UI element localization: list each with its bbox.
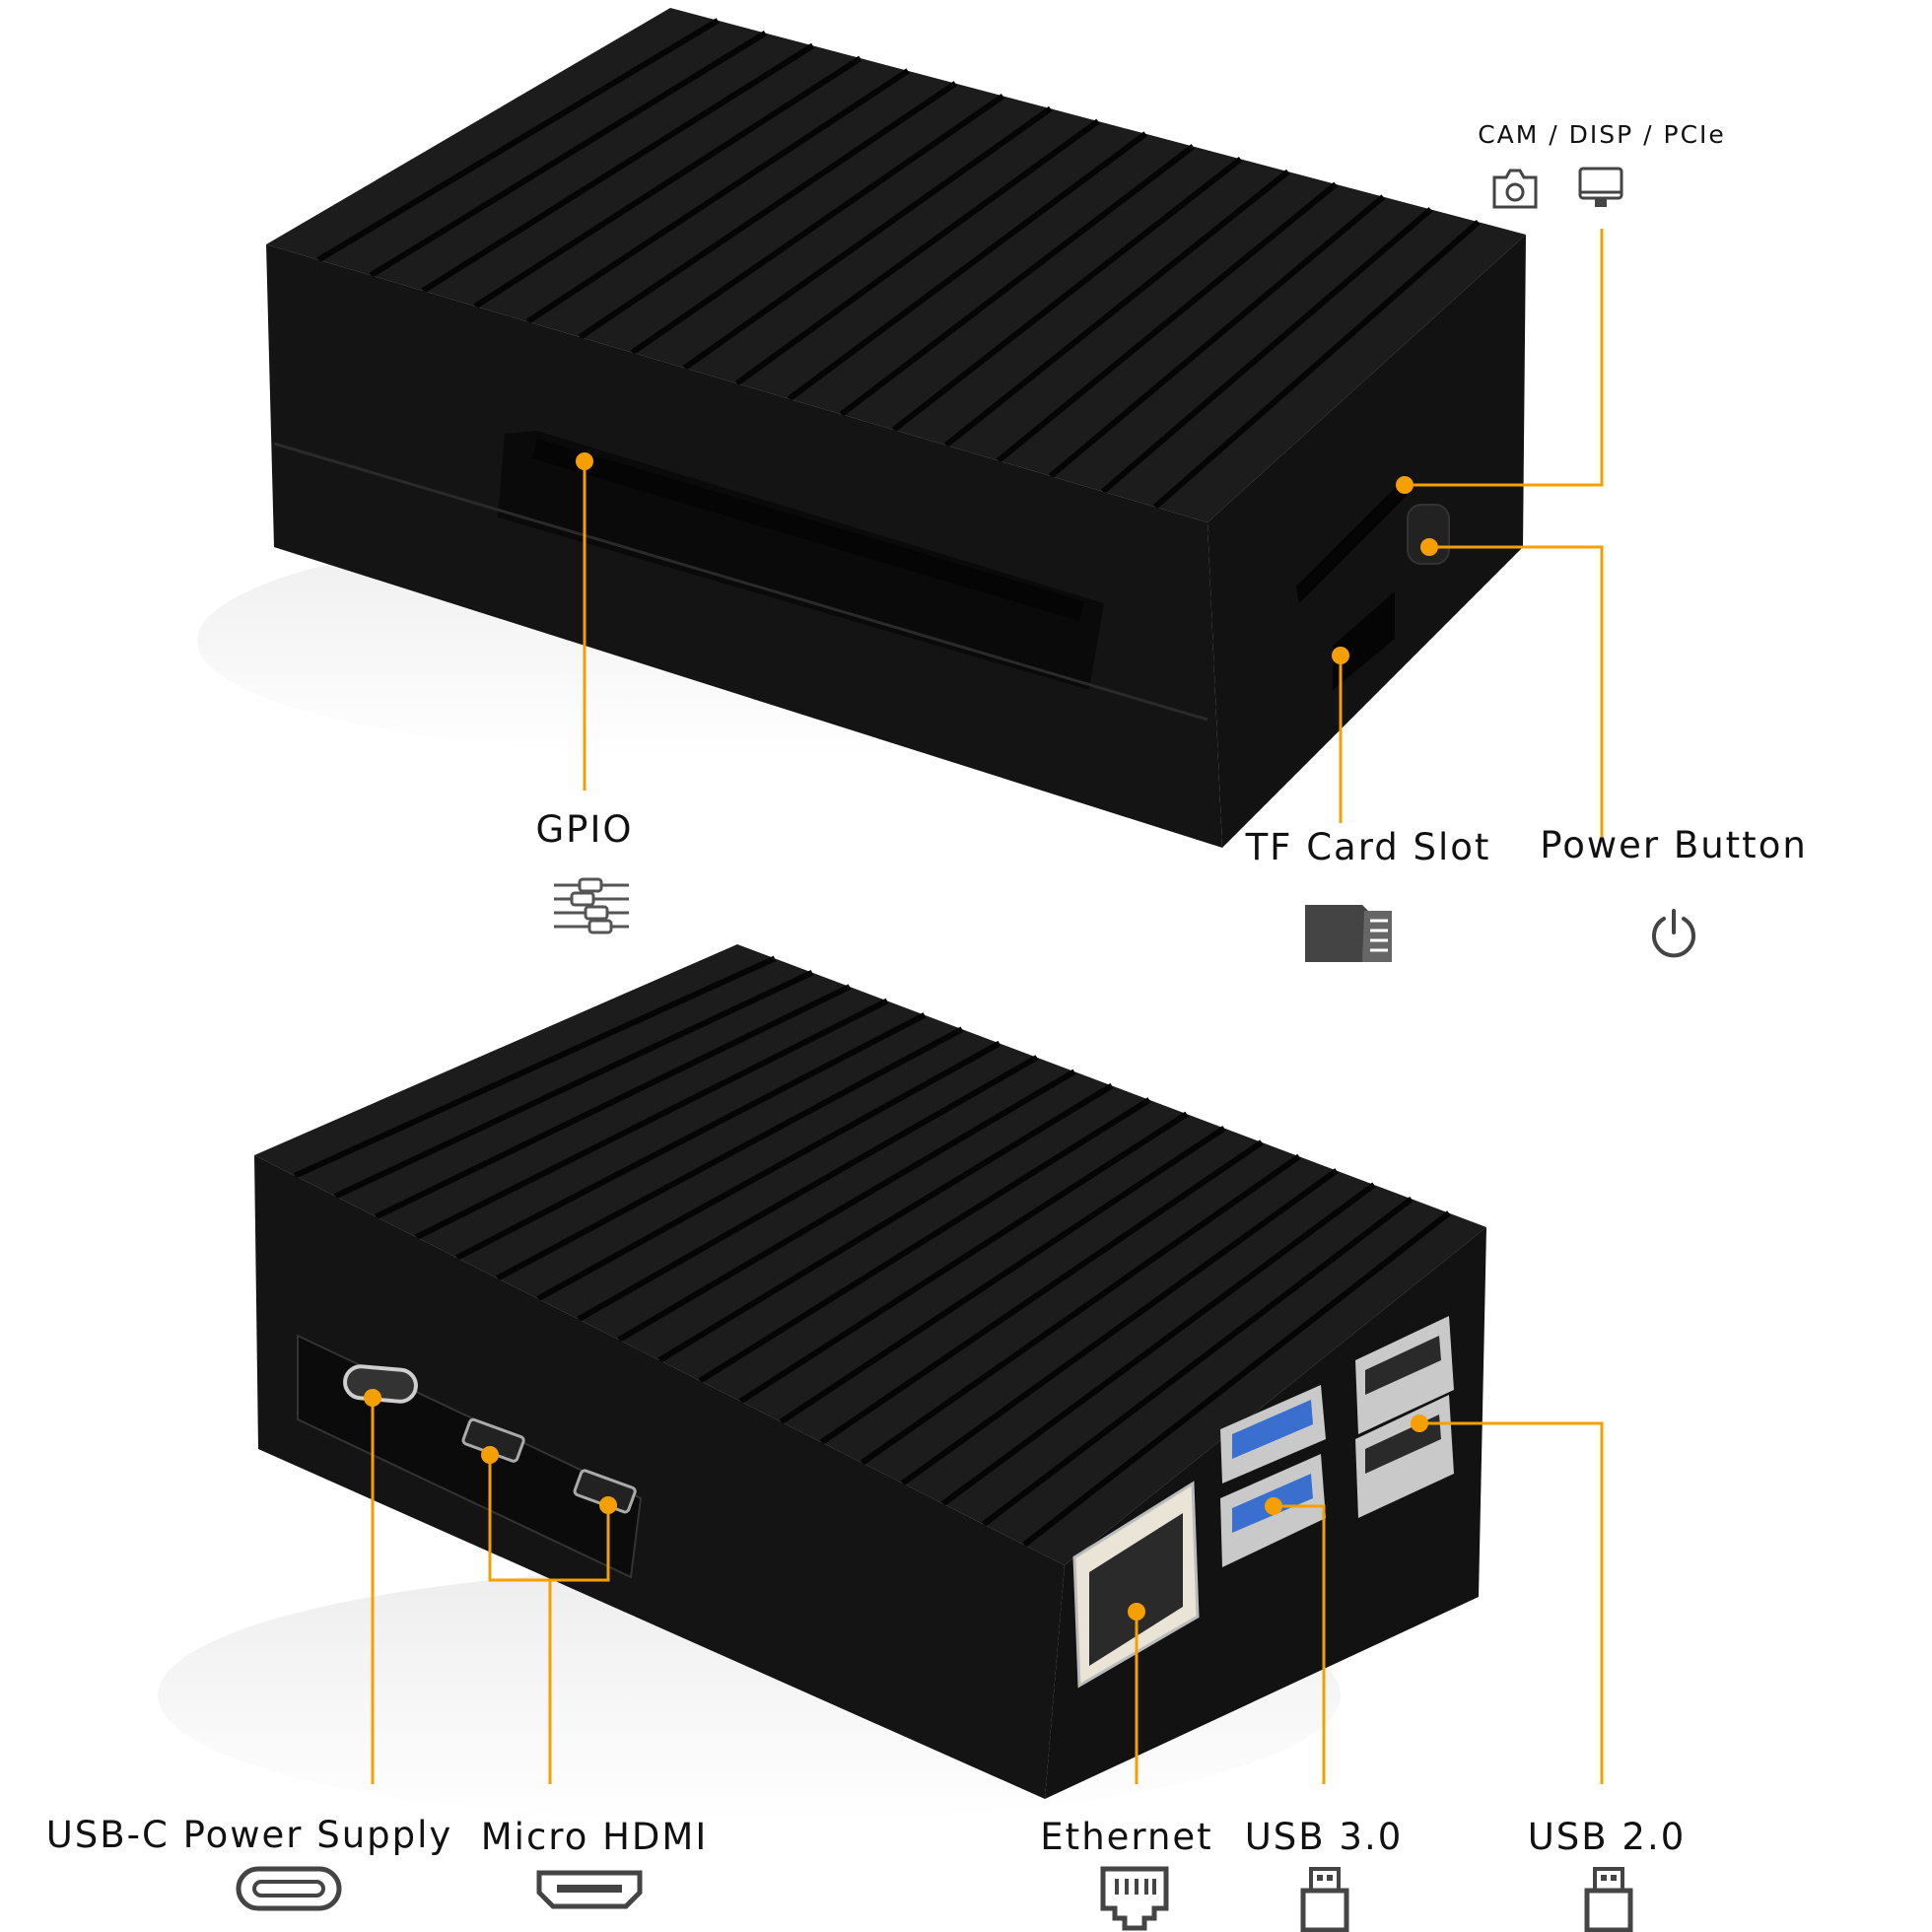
hdmi-icon	[536, 1870, 643, 1909]
power-button-label: Power Button	[1540, 824, 1808, 866]
top-case	[197, 8, 1526, 848]
heatsink-fin-groove	[536, 1040, 1001, 1302]
heatsink-fin-groove	[981, 1196, 1414, 1527]
heatsink-fin-groove	[578, 81, 958, 340]
usb-c-icon	[236, 1866, 342, 1911]
heatsink-fin-groove	[738, 1111, 1189, 1405]
heatsink-fin-groove	[333, 969, 814, 1200]
heatsink-fin-groove	[657, 1082, 1114, 1363]
heatsink-fin-groove	[369, 30, 768, 278]
ethernet-label: Ethernet	[1040, 1816, 1213, 1858]
heatsink-fin-groove	[1152, 219, 1481, 510]
heatsink-fin-groove	[891, 156, 1243, 433]
micro-hdmi-label: Micro HDMI	[480, 1816, 709, 1858]
heatsink-fin-groove	[630, 93, 1005, 356]
heatsink-fin-groove	[1022, 1210, 1451, 1548]
heatsink-fin-groove	[940, 1182, 1376, 1507]
usb3-label: USB 3.0	[1244, 1816, 1404, 1858]
heatsink-fin-groove	[374, 984, 852, 1220]
heatsink-fin-groove	[455, 1012, 927, 1261]
heatsink-fin-groove	[1100, 207, 1433, 494]
heatsink-fin-groove	[819, 1139, 1264, 1445]
heatsink-fin-groove	[734, 118, 1100, 386]
heatsink-fin-groove	[682, 105, 1053, 371]
heatsink-fin-groove	[900, 1168, 1339, 1486]
gpio-pins-icon	[554, 877, 629, 934]
heatsink-fin-groove	[316, 18, 720, 263]
heatsink-fin-groove	[787, 131, 1148, 402]
heatsink-fin-groove	[617, 1069, 1076, 1343]
heatsink-fin-groove	[1048, 194, 1386, 479]
bottom-case	[158, 944, 1486, 1824]
cam-disp-pcie-label: CAM / DISP / PCIe	[1478, 120, 1726, 149]
heatsink-fin-groove	[577, 1055, 1039, 1323]
usb2-icon	[1584, 1867, 1633, 1932]
tf-card-slot-label: TF Card Slot	[1245, 826, 1491, 868]
heatsink-fin-groove	[293, 955, 777, 1179]
heatsink-fin-groove	[996, 181, 1339, 463]
monitor-icon	[1578, 167, 1623, 207]
heatsink-fin-groove	[943, 169, 1290, 448]
power-icon	[1652, 909, 1695, 958]
heatsink-fin-groove	[839, 144, 1196, 417]
sd-card-icon	[1305, 905, 1392, 962]
callout-dots	[364, 452, 1438, 1621]
heatsink-fin-groove	[415, 998, 889, 1240]
heatsink-fin-groove	[779, 1126, 1226, 1424]
camera-icon	[1492, 169, 1538, 209]
heatsink-fin-groove	[698, 1097, 1151, 1384]
heatsink-fin-groove	[860, 1153, 1301, 1466]
callout-lines	[371, 229, 1604, 1784]
heatsink-fin-groove	[525, 68, 910, 324]
heatsink-fin-groove	[473, 55, 862, 310]
ethernet-icon	[1100, 1866, 1169, 1931]
usb-c-power-supply-label: USB-C Power Supply	[45, 1814, 453, 1856]
heatsink-fin-groove	[496, 1026, 964, 1281]
usb2-label: USB 2.0	[1527, 1816, 1687, 1858]
gpio-label: GPIO	[535, 808, 634, 851]
usb3-icon	[1300, 1867, 1349, 1932]
heatsink-fin-groove	[421, 42, 815, 294]
